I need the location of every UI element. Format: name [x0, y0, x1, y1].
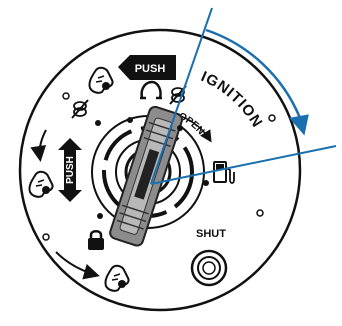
push-top-arrow: PUSH [118, 55, 176, 80]
shut-button-icon [192, 251, 226, 285]
push-left-label: PUSH [65, 156, 76, 184]
push-top-label: PUSH [135, 63, 166, 75]
shut-label: SHUT [196, 228, 226, 240]
